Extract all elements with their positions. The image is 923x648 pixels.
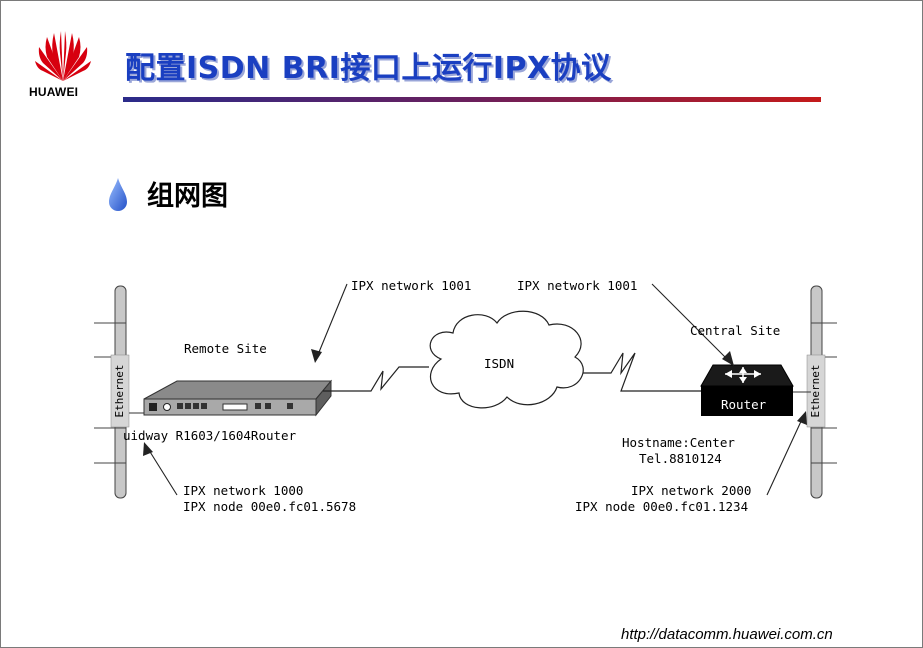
remote-ipx-node: IPX node 00e0.fc01.5678 — [183, 499, 357, 514]
right-ethernet-label: Ethernet — [809, 364, 822, 418]
title-underline — [123, 97, 821, 102]
right-ethernet-bus — [806, 285, 837, 499]
arrow-head-central-ipx — [722, 351, 734, 366]
central-hostname: Hostname:Center — [622, 435, 735, 450]
central-tel: Tel.8810124 — [639, 451, 722, 466]
page-title: 配置ISDN BRI接口上运行IPX协议 — [125, 51, 612, 86]
left-ethernet-bus — [94, 285, 130, 499]
central-router-label: Router — [721, 397, 767, 412]
remote-ipx-network: IPX network 1000 — [183, 483, 304, 498]
central-ipx-network-top: IPX network 1001 — [517, 278, 638, 293]
remote-router-label: uidway R1603/1604Router — [123, 428, 297, 443]
arrow-head-remote-eth — [143, 442, 153, 456]
logo-text: HUAWEI — [29, 85, 79, 99]
huawei-logo-icon — [35, 31, 91, 81]
remote-ipx-network-top: IPX network 1001 — [351, 278, 472, 293]
remote-router — [129, 379, 333, 417]
annotation-arrows — [146, 283, 804, 496]
central-site-label: Central Site — [690, 323, 781, 338]
arrow-head-remote-ipx — [311, 349, 322, 363]
huawei-logo: HUAWEI — [29, 31, 99, 101]
central-ipx-node: IPX node 00e0.fc01.1234 — [575, 499, 749, 514]
isdn-links — [323, 352, 701, 392]
footer-url[interactable]: http://datacomm.huawei.com.cn — [621, 626, 833, 643]
left-ethernet-label: Ethernet — [113, 364, 126, 418]
central-ipx-network: IPX network 2000 — [631, 483, 752, 498]
central-router — [700, 364, 811, 416]
isdn-cloud-label: ISDN — [484, 356, 515, 371]
water-drop-bullet-icon — [109, 178, 127, 211]
remote-site-label: Remote Site — [184, 341, 267, 356]
arrow-head-central-eth — [797, 411, 807, 425]
section-heading: 组网图 — [147, 181, 228, 212]
isdn-cloud — [429, 310, 584, 409]
